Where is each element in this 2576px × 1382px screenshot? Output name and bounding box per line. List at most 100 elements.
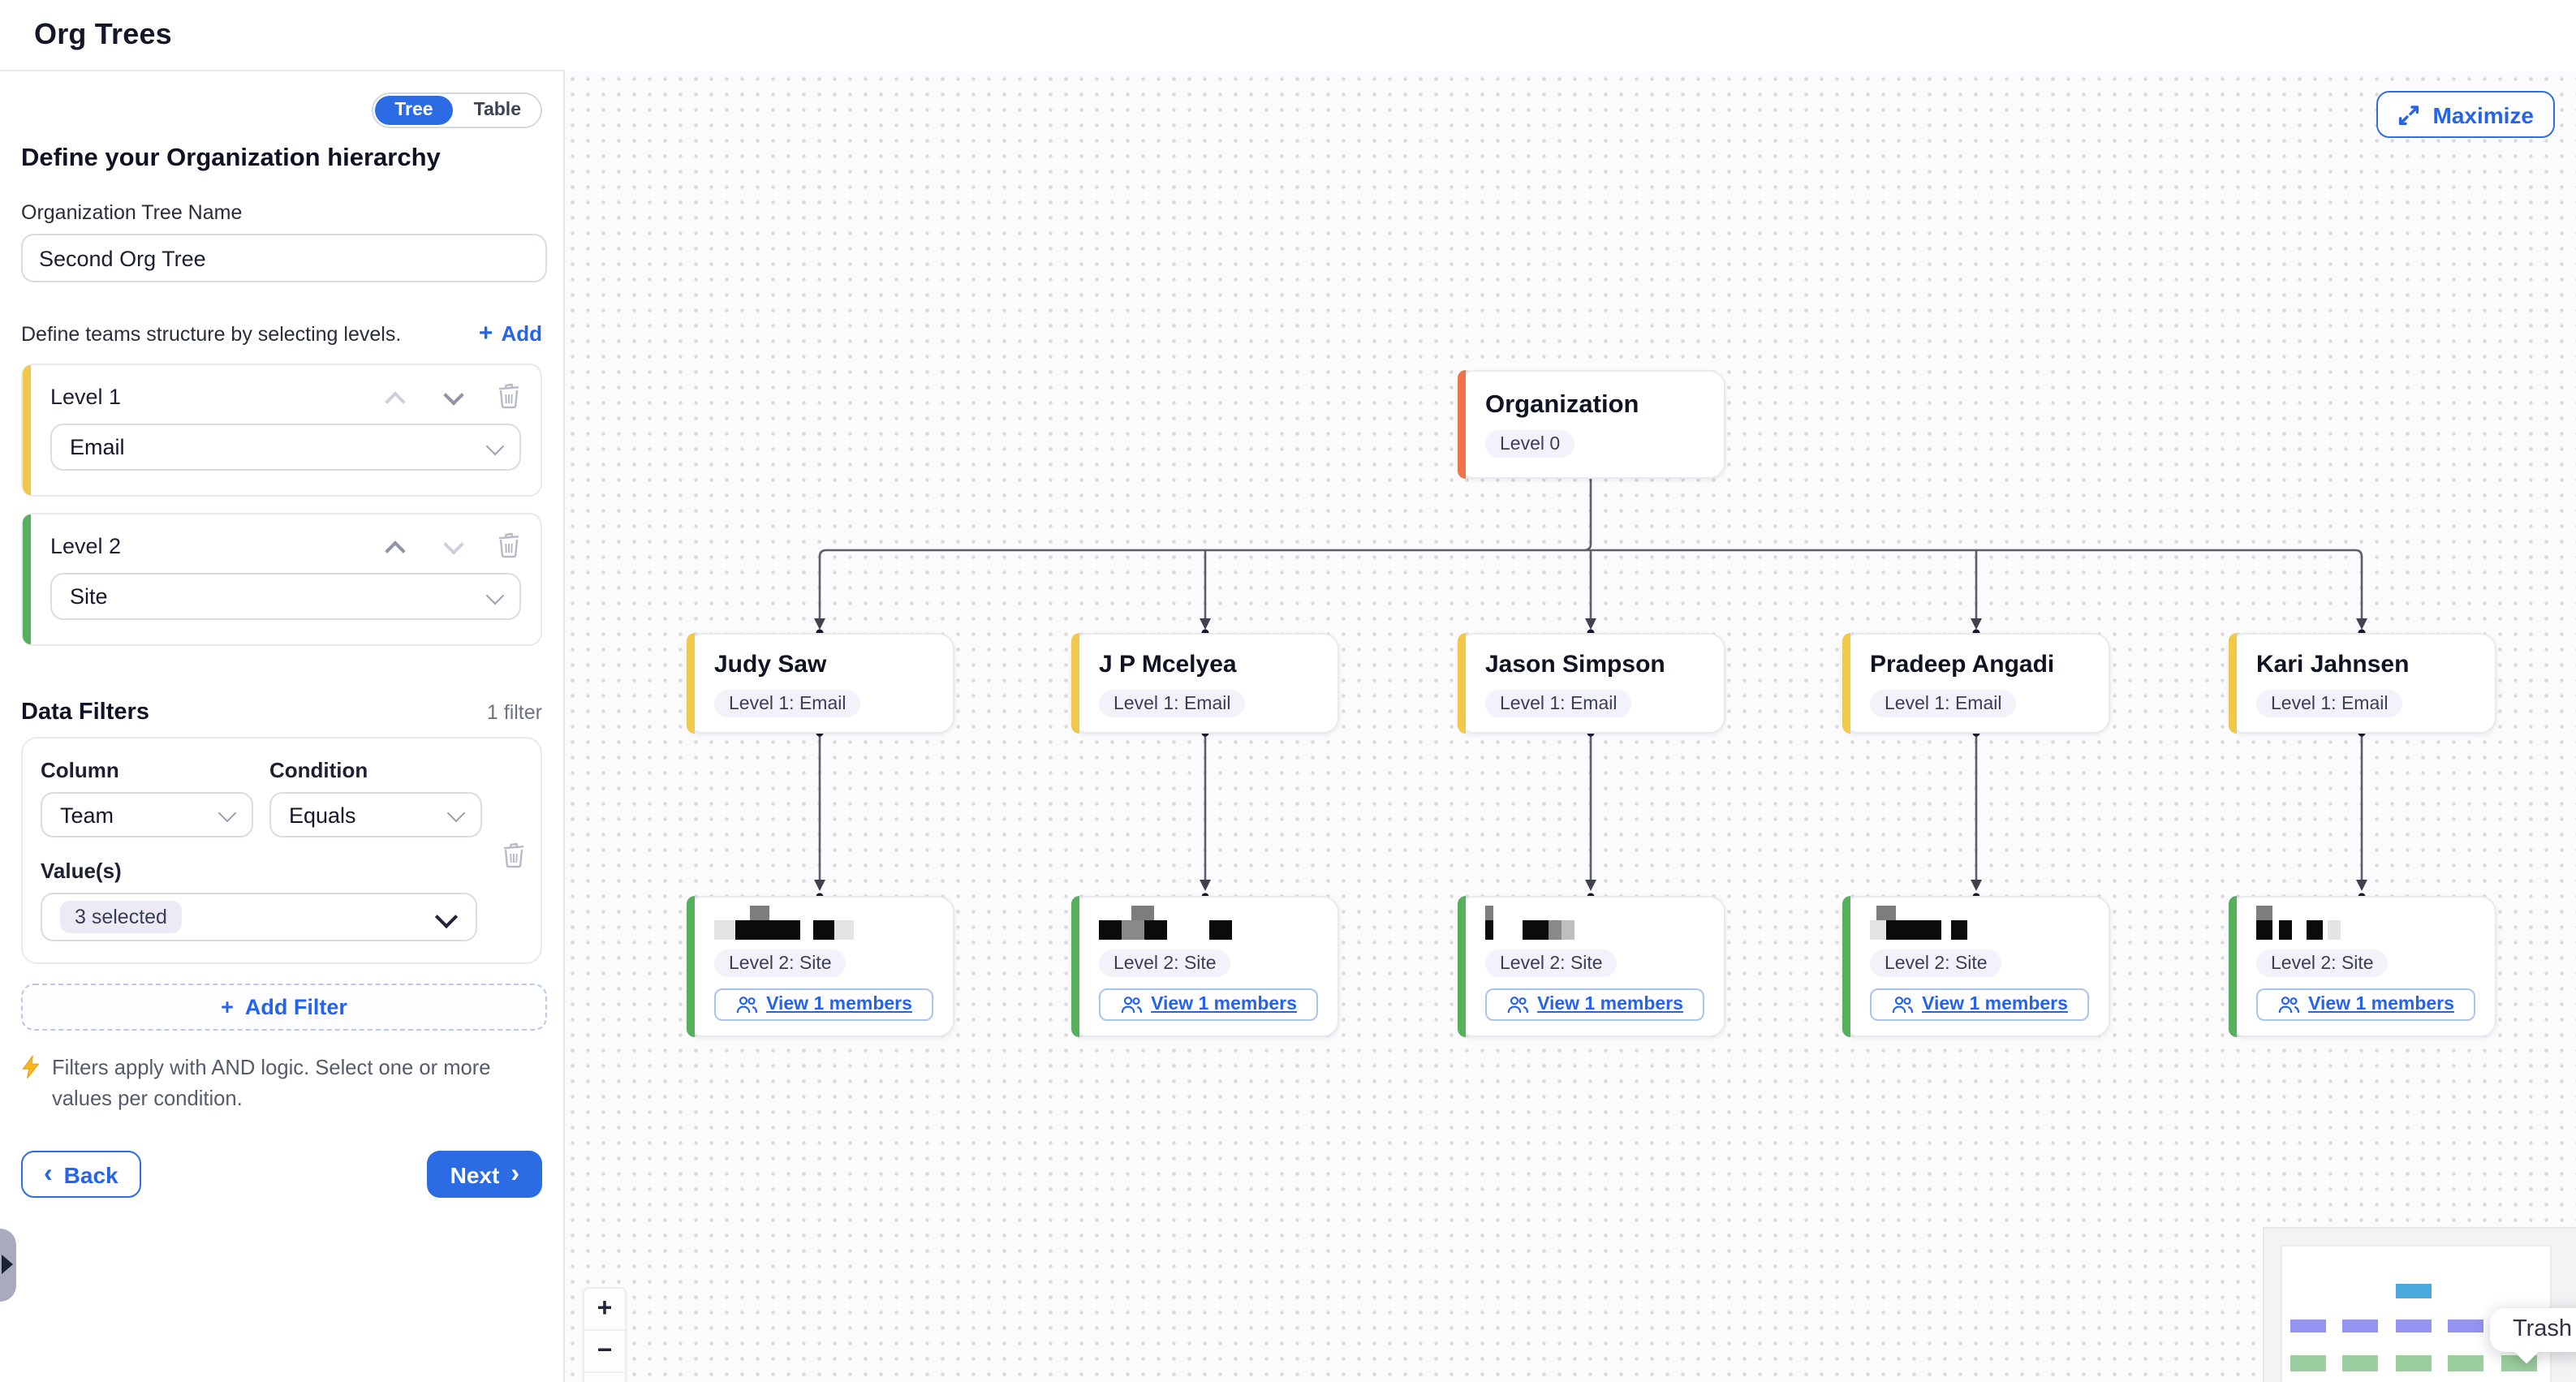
delete-filter-button[interactable] xyxy=(502,842,526,868)
view-members-button[interactable]: View 1 members xyxy=(1485,988,1704,1021)
add-level-button[interactable]: + Add xyxy=(478,320,542,347)
org-node-level2[interactable]: Level 2: Site View 1 members xyxy=(1842,896,2110,1037)
level2-field-select[interactable]: Site xyxy=(50,573,521,620)
org-node-level1[interactable]: Jason Simpson Level 1: Email xyxy=(1458,633,1725,734)
level1-title: Level 1 xyxy=(50,384,122,408)
move-down-button[interactable] xyxy=(435,532,471,558)
minimap-root-node xyxy=(2396,1284,2432,1298)
move-down-button[interactable] xyxy=(435,383,471,409)
members-icon xyxy=(736,997,758,1014)
node-name: J P Mcelyea xyxy=(1099,651,1237,678)
org-node-level2[interactable]: Level 2: Site View 1 members xyxy=(687,896,954,1037)
sidebar-expand-handle[interactable] xyxy=(0,1229,16,1302)
fit-view-button[interactable] xyxy=(584,1373,625,1382)
redacted-name xyxy=(2256,906,2475,940)
minimap-l1-node xyxy=(2448,1320,2483,1332)
members-icon xyxy=(1892,997,1914,1014)
move-up-button[interactable] xyxy=(377,383,412,409)
level-card-2: Level 2 Site xyxy=(21,513,542,646)
level-badge: Level 2: Site xyxy=(1099,949,1231,977)
config-sidebar: Tree Table Define your Organization hier… xyxy=(0,71,565,1382)
minimap-l2-node xyxy=(2448,1355,2483,1371)
org-node-level1[interactable]: Judy Saw Level 1: Email xyxy=(687,633,954,734)
minimap-l2-node xyxy=(2290,1355,2326,1371)
level-badge: Level 1: Email xyxy=(1099,690,1246,717)
view-members-button[interactable]: View 1 members xyxy=(2256,988,2475,1021)
toggle-tree[interactable]: Tree xyxy=(375,96,453,125)
members-icon xyxy=(2278,997,2300,1014)
members-icon xyxy=(1121,997,1143,1014)
values-label: Value(s) xyxy=(41,859,122,883)
filters-note: Filters apply with AND logic. Select one… xyxy=(21,1053,508,1113)
org-node-level1[interactable]: Pradeep Angadi Level 1: Email xyxy=(1842,633,2110,734)
chevron-right-icon: › xyxy=(510,1160,519,1188)
selected-count-chip: 3 selected xyxy=(60,901,182,933)
trash-icon xyxy=(503,842,524,868)
minimap-l2-node xyxy=(2342,1355,2378,1371)
org-node-level2[interactable]: Level 2: Site View 1 members xyxy=(1071,896,1339,1037)
delete-level-button[interactable] xyxy=(497,532,521,558)
minimap-l2-node xyxy=(2396,1355,2432,1371)
level2-title: Level 2 xyxy=(50,533,122,558)
minimap-l1-node xyxy=(2290,1320,2326,1332)
filter-count: 1 filter xyxy=(486,701,542,724)
view-toggle-row: Tree Table xyxy=(21,93,542,128)
level-badge: Level 2: Site xyxy=(714,949,846,977)
org-node-level2[interactable]: Level 2: Site View 1 members xyxy=(2229,896,2496,1037)
level-badge: Level 1: Email xyxy=(2256,690,2403,717)
level-card-1: Level 1 Email xyxy=(21,364,542,497)
values-multiselect[interactable]: 3 selected xyxy=(41,893,477,941)
levels-hint: Define teams structure by selecting leve… xyxy=(21,322,402,345)
add-filter-button[interactable]: + Add Filter xyxy=(21,984,547,1031)
view-members-button[interactable]: View 1 members xyxy=(714,988,933,1021)
members-icon xyxy=(1507,997,1529,1014)
zoom-in-button[interactable]: + xyxy=(584,1289,625,1331)
node-name: Organization xyxy=(1485,391,1639,419)
minimap-l1-node xyxy=(2342,1320,2378,1332)
level-badge: Level 2: Site xyxy=(2256,949,2389,977)
tree-table-toggle: Tree Table xyxy=(372,93,542,128)
toggle-table[interactable]: Table xyxy=(473,101,521,120)
plus-icon: + xyxy=(221,995,234,1019)
node-name: Judy Saw xyxy=(714,651,827,678)
view-members-button[interactable]: View 1 members xyxy=(1870,988,2089,1021)
trash-tooltip: Trash xyxy=(2490,1308,2576,1352)
wizard-nav: ‹ Back Next › xyxy=(21,1151,542,1199)
level1-field-select[interactable]: Email xyxy=(50,424,521,471)
zoom-out-button[interactable]: − xyxy=(584,1331,625,1373)
condition-select[interactable]: Equals xyxy=(269,792,482,837)
org-node-level1[interactable]: J P Mcelyea Level 1: Email xyxy=(1071,633,1339,734)
redacted-name xyxy=(1485,906,1704,940)
redacted-name xyxy=(1870,906,2089,940)
move-up-button[interactable] xyxy=(377,532,412,558)
condition-label: Condition xyxy=(269,758,368,782)
node-name: Pradeep Angadi xyxy=(1870,651,2055,678)
node-name: Jason Simpson xyxy=(1485,651,1665,678)
maximize-button[interactable]: Maximize xyxy=(2376,91,2555,138)
level-badge: Level 2: Site xyxy=(1485,949,1618,977)
chevron-left-icon: ‹ xyxy=(44,1160,53,1188)
tree-name-label: Organization Tree Name xyxy=(21,201,243,224)
level-badge: Level 1: Email xyxy=(1870,690,2017,717)
data-filters-header: Data Filters 1 filter xyxy=(21,700,542,725)
next-button[interactable]: Next › xyxy=(427,1151,542,1199)
minimap-l1-node xyxy=(2396,1320,2432,1332)
view-members-button[interactable]: View 1 members xyxy=(1099,988,1318,1021)
lightning-icon xyxy=(22,1055,40,1078)
delete-level-button[interactable] xyxy=(497,383,521,409)
org-node-root[interactable]: Organization Level 0 xyxy=(1458,370,1725,479)
back-button[interactable]: ‹ Back xyxy=(21,1151,141,1199)
org-node-level2[interactable]: Level 2: Site View 1 members xyxy=(1458,896,1725,1037)
org-tree-canvas[interactable]: Maximize Organization Level 0 Judy Saw L… xyxy=(565,71,2576,1382)
level-badge: Level 2: Site xyxy=(1870,949,2002,977)
org-node-level1[interactable]: Kari Jahnsen Level 1: Email xyxy=(2229,633,2496,734)
canvas-zoom-controls: + − xyxy=(583,1287,627,1382)
page-header: Org Trees xyxy=(0,0,565,71)
column-select[interactable]: Team xyxy=(41,792,253,837)
filter-card: Column Team Condition Equals Val xyxy=(21,737,542,964)
redacted-name xyxy=(714,906,933,940)
levels-section-header: Define teams structure by selecting leve… xyxy=(21,320,542,347)
trash-icon xyxy=(498,383,519,409)
tree-name-input[interactable] xyxy=(21,234,547,282)
